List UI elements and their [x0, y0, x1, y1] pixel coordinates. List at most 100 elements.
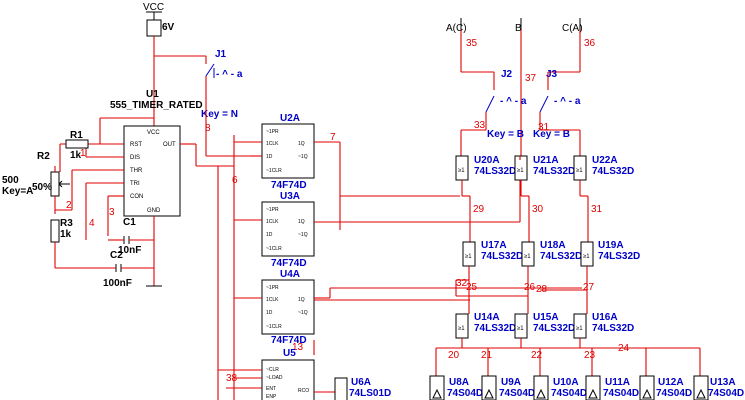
inv-u8-triangle [432, 388, 442, 399]
timer-pin-con: CON [130, 194, 143, 200]
or-u21-model: 74LS32D [533, 166, 575, 177]
u2-model: 74F74D [271, 180, 307, 191]
net-26: 26 [524, 282, 536, 293]
j2-switch-arrow: - ^ - a [500, 96, 527, 107]
inv-u8-ref: U8A [449, 377, 469, 388]
inv-u11-triangle [588, 388, 598, 399]
net-6: 6 [232, 175, 238, 186]
u3-pin-q: 1Q [298, 219, 305, 225]
input-b-label: B [515, 23, 522, 34]
inv-u10-model: 74S04D [551, 388, 587, 399]
u4-body [261, 279, 315, 335]
r2-wiper [58, 180, 70, 188]
r2-percent: 50% [32, 182, 52, 193]
inv-u12-model: 74S04D [656, 388, 692, 399]
inv-u10-triangle [536, 388, 546, 399]
or-u20-model: 74LS32D [474, 166, 516, 177]
u5-pin-load: ~LOAD [266, 375, 283, 381]
u5-pin-clr: ~CLR [266, 367, 279, 373]
inv-u10-ref: U10A [553, 377, 579, 388]
inv-u10-body [533, 375, 549, 400]
net-3: 3 [109, 207, 115, 218]
net-36: 36 [584, 38, 596, 49]
r1-value: 1k [70, 150, 82, 161]
u4-model: 74F74D [271, 335, 307, 346]
net-32: 32 [456, 278, 468, 289]
r1-body [65, 139, 89, 149]
u3-pin-clk: 1CLK [266, 219, 279, 225]
u2-pin-clr: ~1CLR [266, 168, 282, 174]
net-22: 22 [531, 350, 543, 361]
net-30: 30 [532, 204, 544, 215]
u5-pin-enp: ENP [266, 394, 277, 400]
net-37: 37 [525, 73, 537, 84]
vcc-label: VCC [143, 2, 164, 13]
or-u22-sym: ≥1 [576, 168, 583, 174]
u3-model: 74F74D [271, 258, 307, 269]
net-21: 21 [481, 350, 493, 361]
u5-ref: U5 [283, 348, 296, 359]
or-u20-ref: U20A [474, 155, 500, 166]
or-u18-model: 74LS32D [540, 251, 582, 262]
j2-key: Key = B [487, 129, 524, 140]
net-31b: 31 [591, 204, 603, 215]
net-8: 8 [205, 123, 211, 134]
inv-u9-model: 74S04D [499, 388, 535, 399]
timer-ref: U1 [146, 89, 159, 100]
r1-ref: R1 [70, 130, 83, 141]
inv-u12-body [639, 375, 655, 400]
j3-switch-symbol [539, 95, 549, 113]
inv-u13-triangle [696, 388, 706, 399]
or-u21-sym: ≥1 [517, 168, 524, 174]
j1-switch-symbol [205, 63, 215, 78]
or-u17-model: 74LS32D [481, 251, 523, 262]
net-33: 33 [474, 120, 486, 131]
j3-ref: J3 [546, 69, 558, 80]
u3-ref: U3A [280, 191, 300, 202]
net-25: 25 [466, 282, 478, 293]
j1-switch-arrow: - ^ - a [216, 69, 243, 80]
inv-u11-ref: U11A [605, 377, 630, 388]
inv-u13-body [693, 375, 709, 400]
timer-pin-out: OUT [163, 142, 176, 148]
u3-pin-clr: ~1CLR [266, 246, 282, 252]
u2-pin-clk: 1CLK [266, 141, 279, 147]
r3-ref: R3 [60, 218, 73, 229]
r2-ref: R2 [37, 151, 50, 162]
inv-u9-ref: U9A [501, 377, 521, 388]
u4-pin-q: 1Q [298, 297, 305, 303]
net-20: 20 [448, 350, 460, 361]
net-13: 13 [292, 342, 304, 353]
u5-pin-ent: ENT [266, 386, 276, 392]
inv-u9-body [481, 375, 497, 400]
or-u19-sym: ≥1 [583, 254, 590, 260]
or-u19-model: 74LS32D [598, 251, 640, 262]
u2-body [261, 123, 315, 179]
timer-model: 555_TIMER_RATED [110, 100, 203, 111]
net-1: 1 [80, 148, 86, 159]
net-28: 28 [536, 284, 548, 295]
or-u19-ref: U19A [598, 240, 624, 251]
inv-u12-ref: U12A [658, 377, 684, 388]
net-23: 23 [584, 350, 596, 361]
u6-ref: U6A [351, 377, 371, 388]
net-24: 24 [618, 343, 630, 354]
or-u16-ref: U16A [592, 312, 618, 323]
or-u20-sym: ≥1 [458, 168, 465, 174]
j3-switch-arrow: - ^ - a [554, 96, 581, 107]
or-u14-model: 74LS32D [474, 323, 516, 334]
j2-ref: J2 [501, 69, 513, 80]
inv-u13-ref: U13A [710, 377, 736, 388]
u2-pin-q: 1Q [298, 141, 305, 147]
net-4: 4 [89, 218, 95, 229]
or-u18-ref: U18A [540, 240, 566, 251]
inv-u8-model: 74S04D [447, 388, 483, 399]
r2-key: Key=A [2, 186, 33, 197]
u4-pin-d: 1D [266, 310, 273, 316]
u5-body [261, 359, 315, 400]
net-35: 35 [466, 38, 478, 49]
timer-pin-gnd: GND [147, 208, 161, 214]
inv-u13-model: 74S04D [708, 388, 744, 399]
timer-pin-dis: DIS [130, 155, 140, 161]
c1-value: 10nF [118, 245, 141, 256]
